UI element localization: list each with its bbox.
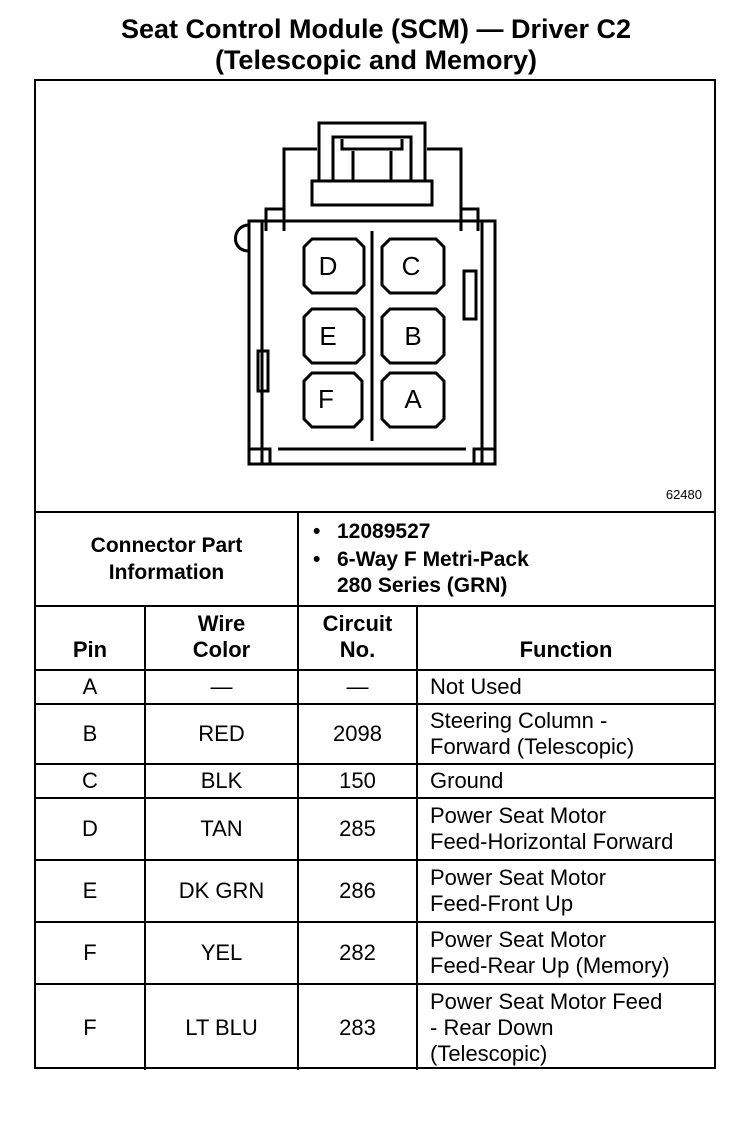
function-line: Power Seat Motor [430,803,607,828]
function-line: (Telescopic) [430,1040,548,1066]
column-header-wire-line-1: Wire [197,611,246,636]
column-header-circuit-line-1: Circuit [322,611,393,636]
connector-info-list: • 12089527 • 6-Way F Metri-Pack 280 Seri… [297,511,714,607]
column-header-circuit-line-2: No. [339,637,376,662]
wire-color-cell: — [144,669,299,705]
connector-diagram: D C E B F A 62480 [36,81,714,511]
wire-color-cell: DK GRN [144,859,299,923]
function-cell: Ground [416,763,714,799]
connector-type-line-1: 6-Way F Metri-Pack [337,548,529,571]
connector-info-item: • 12089527 [313,519,714,545]
connector-latch [317,121,427,181]
cavity-label-c: C [402,251,421,281]
circuit-no-cell: — [297,669,418,705]
cavity-d [302,237,366,295]
connector-sheet: D C E B F A 62480 Connector Part Informa… [34,79,716,1070]
function-line: Not Used [430,674,522,699]
pin-cell: B [36,703,146,765]
function-line: Forward (Telescopic) [430,734,635,759]
function-line: Ground [430,768,504,793]
connector-info-label-line-2: Information [108,561,225,584]
cavity-f [302,371,364,429]
circuit-no-cell: 283 [297,983,418,1070]
title-line-2: (Telescopic and Memory) [214,45,538,75]
pin-cell: C [36,763,146,799]
cavity-label-a: A [404,384,422,414]
table-row: A——Not Used [36,669,714,705]
column-header-circuit-no: Circuit No. [297,605,418,671]
cavity-b [380,307,446,365]
wire-color-cell: BLK [144,763,299,799]
function-line: Feed-Rear Up (Memory) [430,953,670,978]
connector-type-line-2: 280 Series (GRN) [337,574,508,597]
connector-info-label: Connector Part Information [36,511,299,607]
pin-cell: A [36,669,146,705]
function-cell: Not Used [416,669,714,705]
connector-drawing: D C E B F A [234,121,497,466]
pin-cell: E [36,859,146,923]
circuit-no-cell: 286 [297,859,418,923]
function-cell: Power Seat Motor Feed- Rear Down(Telesco… [416,983,714,1070]
connector-info-item: • 6-Way F Metri-Pack 280 Series (GRN) [313,547,714,599]
pinout-table: Connector Part Information • 12089527 • … [36,511,714,1070]
connector-info-label-line-1: Connector Part [90,534,243,557]
function-line: - Rear Down [430,1014,554,1040]
header-row: Pin Wire Color Circuit No. Function [36,605,714,671]
cavity-label-f: F [318,384,334,414]
cavity-label-d: D [319,251,338,281]
circuit-no-cell: 2098 [297,703,418,765]
connector-info-row: Connector Part Information • 12089527 • … [36,511,714,607]
cavity-label-b: B [404,321,421,351]
function-line: Feed-Front Up [430,891,574,916]
column-header-function: Function [416,605,714,671]
pin-cell: F [36,921,146,985]
circuit-no-cell: 150 [297,763,418,799]
title-line-1: Seat Control Module (SCM) — Driver C2 [120,14,632,44]
connector-body [247,219,497,466]
bullet: • [313,548,321,571]
cavity-label-e: E [319,321,336,351]
bullet: • [313,520,321,543]
part-number: 12089527 [337,520,431,543]
figure-number: 62480 [665,487,702,502]
circuit-no-cell: 282 [297,921,418,985]
function-line: Power Seat Motor [430,865,607,890]
pin-cell: D [36,797,146,861]
function-cell: Steering Column -Forward (Telescopic) [416,703,714,765]
cavity-a [380,371,446,429]
function-line: Power Seat Motor Feed [430,988,663,1014]
circuit-no-cell: 285 [297,797,418,861]
wire-color-cell: YEL [144,921,299,985]
column-header-wire-line-2: Color [192,637,251,662]
page-title: Seat Control Module (SCM) — Driver C2 (T… [0,14,752,76]
cavity-c [380,237,446,295]
cavity-e [302,307,366,365]
column-header-wire-color: Wire Color [144,605,299,671]
function-line: Steering Column - [430,708,608,733]
wire-color-cell: RED [144,703,299,765]
function-line: Feed-Horizontal Forward [430,829,674,854]
pin-cell: F [36,983,146,1070]
function-line: Power Seat Motor [430,927,607,952]
wire-color-cell: TAN [144,797,299,861]
wire-color-cell: LT BLU [144,983,299,1070]
column-header-pin: Pin [36,605,146,671]
